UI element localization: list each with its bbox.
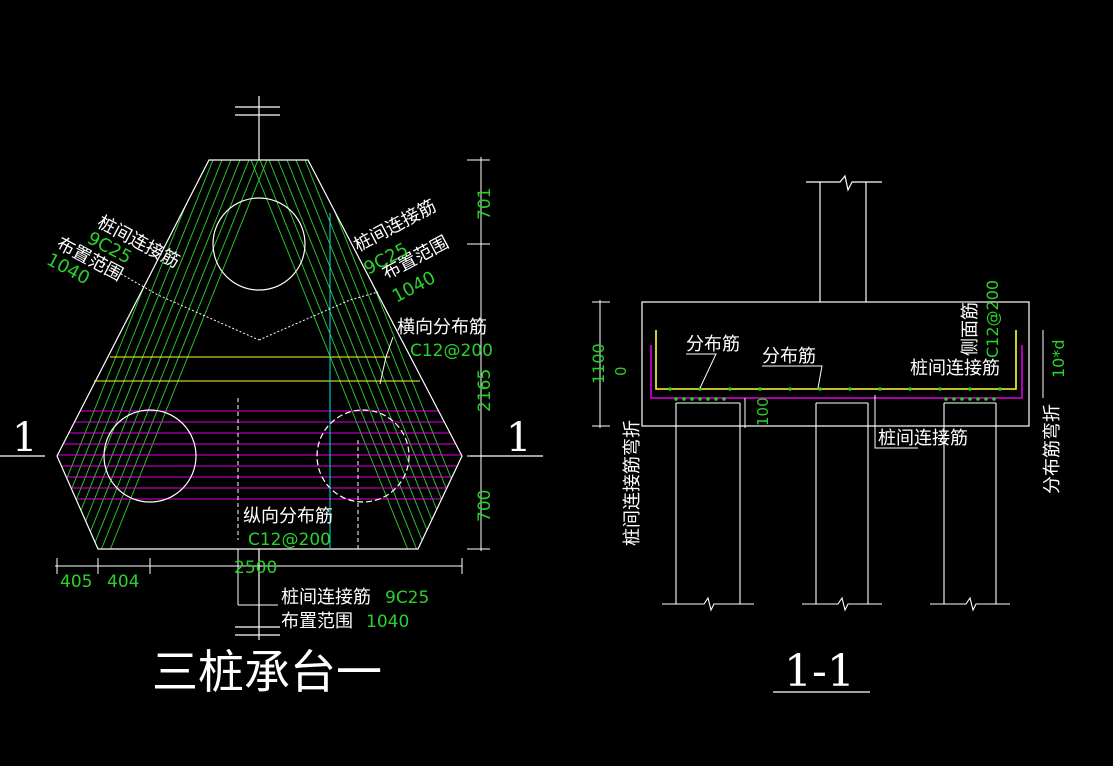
dim-2500: 2500 [234, 558, 277, 578]
pile-break [930, 596, 1010, 612]
right-rebar-label: 桩间连接筋 布置范围 [350, 196, 452, 285]
leader-transverse [379, 336, 394, 385]
rebar-dot [968, 387, 972, 391]
section-conn-label-bottom: 桩间连接筋 [878, 428, 968, 449]
rebar-dot [998, 387, 1002, 391]
section-mark-right: 1 [506, 415, 531, 461]
diagonal-bar-right [255, 160, 422, 549]
rebar-dot [714, 397, 718, 401]
rebar-dot [698, 397, 702, 401]
section-mark-left: 1 [12, 415, 37, 461]
dim-405: 405 [60, 572, 92, 592]
section-dist-label-2: 分布筋 [762, 346, 816, 367]
rebar-dot [968, 397, 972, 401]
pile-left [103, 409, 197, 503]
rebar-dot [960, 397, 964, 401]
plan-title: 三桩承台一 [152, 645, 382, 699]
rebar-dot [674, 397, 678, 401]
longitudinal-label: 纵向分布筋 [243, 506, 333, 527]
section-title: 1-1 [784, 646, 855, 697]
section-dim-100: 100 [754, 397, 772, 426]
section-side-label: 侧面筋 [960, 302, 981, 356]
rebar-dot [908, 387, 912, 391]
section-dim-1100: 1100 [589, 343, 608, 384]
distribution-bar-yellow [655, 330, 1017, 390]
rebar-dot [818, 387, 822, 391]
leader-conn-bottom [874, 395, 918, 449]
diagonal-bar-left [87, 160, 254, 549]
section-dim-0: 0 [612, 366, 630, 376]
bottom-rebar-range-label: 布置范围 [281, 611, 353, 632]
section-piles [662, 402, 1010, 612]
diagonal-bar-left [57, 160, 209, 549]
dim-2165: 2165 [475, 369, 495, 412]
rebar-dot [878, 387, 882, 391]
pile-break [802, 596, 882, 612]
dim-701: 701 [475, 188, 495, 220]
rebar-dot [944, 397, 948, 401]
rebar-dot [788, 387, 792, 391]
section-side-spec: C12@200 [983, 280, 1002, 358]
pile-top [212, 197, 306, 291]
rebar-dot [938, 387, 942, 391]
bottom-rebar-spec: 9C25 [385, 588, 429, 608]
section-left-vertical-label: 桩间连接筋弯折 [622, 420, 643, 546]
rebar-dot [668, 387, 672, 391]
rebar-dot [758, 387, 762, 391]
section-conn-label-top: 桩间连接筋 [910, 358, 1000, 379]
transverse-spec: C12@200 [410, 341, 493, 361]
diagonal-bar-right [282, 160, 449, 549]
rebar-dot [728, 387, 732, 391]
longitudinal-spec: C12@200 [248, 530, 331, 550]
diagonal-bar-right [264, 160, 431, 549]
rebar-dot [722, 397, 726, 401]
horizontal-rebar-hatch [57, 410, 462, 500]
diagonal-bar-left [69, 160, 236, 549]
rebar-dots [668, 387, 1002, 401]
diagonal-bar-right [300, 160, 462, 549]
rebar-dot [976, 397, 980, 401]
section-dist-label-1: 分布筋 [686, 334, 740, 355]
transverse-label: 横向分布筋 [397, 317, 487, 338]
section-view: 分布筋 分布筋 桩间连接筋 桩间连接筋 侧面筋 C12@200 桩间连接筋弯折 … [589, 174, 1068, 697]
rebar-dot [848, 387, 852, 391]
rebar-dot [690, 397, 694, 401]
rebar-dot [706, 397, 710, 401]
diagonal-bar-right [291, 160, 458, 549]
section-dim-10d: 10*d [1049, 339, 1068, 378]
connection-bar-magenta [650, 345, 1023, 399]
dim-700: 700 [475, 490, 495, 522]
diagonal-bar-left [57, 160, 218, 549]
rebar-dot [984, 397, 988, 401]
diagonal-bar-left [57, 160, 200, 549]
diagonal-rebar-hatch [57, 160, 462, 549]
section-right-vertical-label: 分布筋弯折 [1042, 404, 1063, 494]
leader-right [258, 291, 379, 341]
rebar-dot [698, 387, 702, 391]
dim-404: 404 [107, 572, 139, 592]
plan-view: 1 1 桩间连接筋 布置范围 9C25 1040 桩间连接筋 布置范围 9C25… [0, 96, 543, 699]
diagonal-bar-right [273, 160, 440, 549]
pile-break [662, 596, 754, 612]
pile-right [316, 409, 410, 503]
leader-left [99, 261, 260, 341]
column-break [806, 174, 882, 192]
diagonal-bar-left [105, 160, 272, 549]
leader-dist2 [762, 365, 823, 389]
diagonal-bar-left [60, 160, 227, 549]
rebar-dot [992, 397, 996, 401]
pile-cap-outline [56, 159, 463, 550]
bottom-rebar-name: 桩间连接筋 [281, 587, 371, 608]
leader-dist1 [686, 353, 717, 389]
rebar-dot [952, 397, 956, 401]
diagonal-bar-left [96, 160, 263, 549]
section-cap-outline [641, 301, 1030, 427]
rebar-dot [682, 397, 686, 401]
bottom-rebar-range-value: 1040 [366, 612, 409, 632]
diagonal-bar-left [78, 160, 245, 549]
